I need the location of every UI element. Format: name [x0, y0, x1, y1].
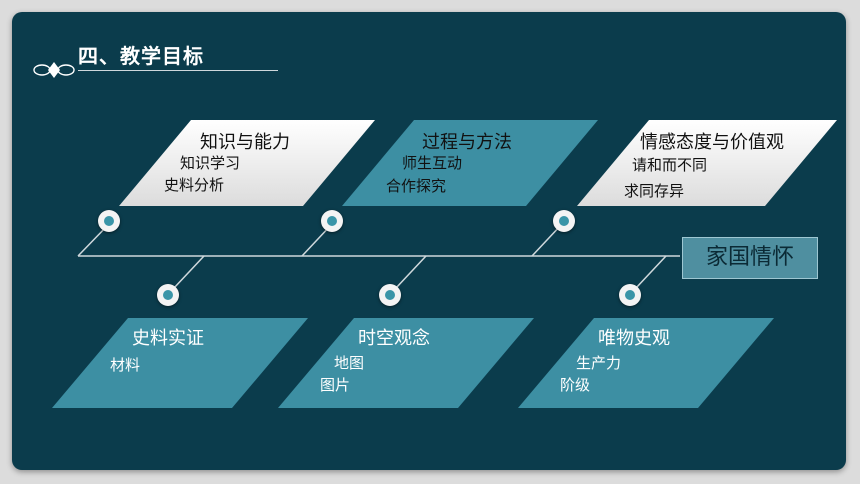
top-connector-2-dot: [321, 210, 343, 232]
bottom-box-1-shape: [52, 318, 308, 408]
top-box-2-item-2: 合作探究: [386, 177, 447, 195]
top-box-1-item-1: 知识学习: [180, 154, 241, 172]
bottom-box-3-shape: [518, 318, 774, 408]
top-box-2-shape: [342, 120, 598, 206]
bottom-connector-2-dot: [379, 284, 401, 306]
top-box-3-heading: 情感态度与价值观: [640, 132, 784, 153]
top-box-3-item-1: 请和而不同: [632, 156, 708, 174]
top-box-1-item-2: 史料分析: [164, 176, 225, 194]
diagram-lines: [77, 223, 680, 289]
bottom-box-2-item-2: 图片: [320, 376, 351, 394]
top-box-1-heading: 知识与能力: [200, 132, 290, 153]
slide: 四、教学目标 知识与能力 知识学习 史料分析 过程与方法 师生互动: [12, 12, 846, 470]
bottom-box-2-item-1: 地图: [334, 354, 365, 372]
bottom-box-1-item-1: 材料: [110, 356, 141, 374]
page-title: 四、教学目标: [78, 44, 204, 68]
bottom-box-3-item-1: 生产力: [576, 354, 622, 372]
bottom-connector-3-dot: [619, 284, 641, 306]
top-connector-1-dot: [98, 210, 120, 232]
bottom-box-3-item-2: 阶级: [560, 376, 591, 394]
top-connector-3-dot: [553, 210, 575, 232]
top-box-3-item-2: 求同存异: [624, 182, 685, 200]
bottom-box-2-shape: [278, 318, 534, 408]
top-box-2-item-1: 师生互动: [402, 154, 463, 172]
top-box-1-shape: [119, 120, 375, 206]
goal-box: 家国情怀: [682, 237, 818, 279]
bottom-box-2-heading: 时空观念: [358, 328, 430, 349]
bottom-connector-1-dot: [157, 284, 179, 306]
bottom-box-1-heading: 史料实证: [132, 328, 204, 349]
bottom-box-3-heading: 唯物史观: [598, 328, 670, 349]
title-ornament-icon: [33, 62, 75, 78]
top-box-2-heading: 过程与方法: [422, 132, 512, 153]
title-underline: [78, 70, 278, 71]
top-box-3-shape: [577, 120, 837, 206]
